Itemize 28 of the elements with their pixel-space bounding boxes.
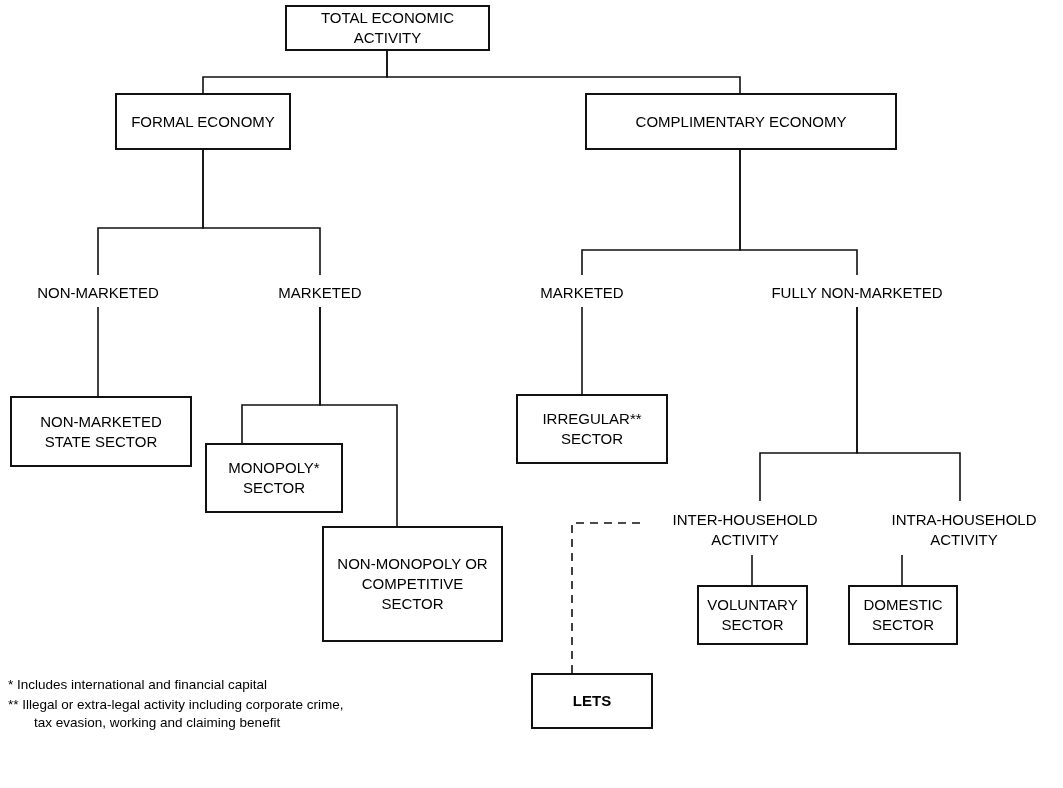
category-label: NON-MARKETED [15,282,181,304]
category-box: VOLUNTARY SECTOR [697,585,808,645]
category-box: FORMAL ECONOMY [115,93,291,150]
category-label: FULLY NON-MARKETED [748,282,966,304]
connector-line [581,306,583,395]
category-box: IRREGULAR** SECTOR [516,394,668,464]
category-label: INTRA-HOUSEHOLD ACTIVITY [868,508,1060,552]
connector-line [739,149,858,276]
category-label: MARKETED [535,282,629,304]
category-box: NON-MONOPOLY OR COMPETITIVE SECTOR [322,526,503,642]
category-box: NON-MARKETED STATE SECTOR [10,396,192,467]
connector-line [901,554,903,586]
footnote: ** Illegal or extra-legal activity including corporate crime, tax evasion, working and claiming benefit [8,696,345,732]
category-box: TOTAL ECONOMIC ACTIVITY [285,5,490,51]
category-box: MONOPOLY* SECTOR [205,443,343,513]
category-label: MARKETED [272,282,368,304]
category-box: COMPLIMENTARY ECONOMY [585,93,897,150]
connector-line [202,149,321,276]
category-box: DOMESTIC SECTOR [848,585,958,645]
connector-line [856,306,961,502]
footnote: * Includes international and financial capital [8,676,268,694]
connector-line [386,50,741,94]
connector-line [319,306,398,527]
category-box: LETS [531,673,653,729]
connector-line [97,306,99,397]
dashed-connector [571,522,641,674]
category-label: INTER-HOUSEHOLD ACTIVITY [650,508,840,552]
connector-line [751,554,753,586]
